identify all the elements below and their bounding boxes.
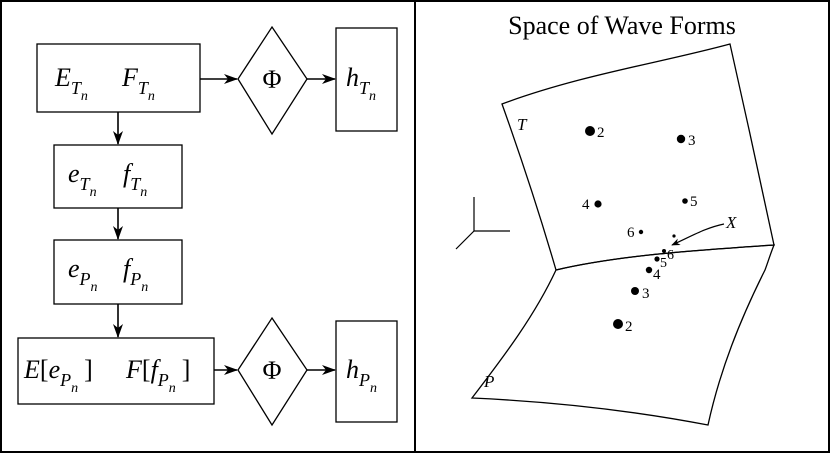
output-box-bottom [335, 320, 398, 423]
point-P-3-label: 3 [642, 286, 650, 302]
surface-T [501, 43, 775, 271]
output-bottom-label: hPn [346, 355, 377, 396]
box4-label: E[ePn] F[fPn] [23, 355, 190, 396]
phi-top-label: Φ [262, 65, 281, 94]
point-P-4 [645, 266, 653, 274]
intersection-X-label: X [725, 213, 737, 232]
point-P-6 [662, 249, 666, 253]
output-top-label: hTn [346, 63, 376, 104]
axes-icon [455, 197, 510, 250]
point-T-4 [594, 200, 602, 208]
point-T-converge [672, 234, 676, 238]
box2-label: eTn fTn [68, 159, 147, 202]
phi-bottom-label: Φ [262, 356, 281, 385]
intersection-pointer [671, 223, 725, 246]
box1-label: ETn FTn [54, 63, 155, 106]
box-E-F-T [36, 43, 201, 113]
point-P-5-label: 5 [660, 256, 667, 271]
box-e-f-T [53, 144, 183, 209]
space-title: Space of Wave Forms [508, 11, 736, 40]
surface-P-label: P [483, 372, 494, 391]
point-P-3 [631, 287, 639, 295]
box3-label: ePn fPn [68, 254, 148, 297]
box-E-F-P [17, 337, 215, 405]
point-P-6-label: 6 [667, 248, 674, 263]
point-T-4-label: 4 [582, 197, 590, 213]
point-T-5-label: 5 [690, 194, 698, 210]
flowchart: ETn FTn eTn fTn ePn fPn E[ePn] F[fPn] Φ … [17, 25, 398, 427]
point-T-2-label: 2 [597, 125, 605, 141]
point-T-3 [676, 134, 686, 144]
output-box-top [335, 27, 398, 132]
point-P-2-label: 2 [625, 319, 633, 335]
surface-P [470, 244, 775, 426]
surface-T-label: T [517, 115, 528, 134]
point-T-6 [638, 229, 644, 235]
wave-form-space: Space of Wave Forms T P 2 3 4 5 6 X 6 [455, 11, 775, 426]
point-P-4-label: 4 [653, 267, 661, 283]
point-P-2 [613, 319, 623, 329]
phi-diamond-bottom [237, 316, 308, 427]
box-e-f-P [53, 239, 183, 305]
point-T-5 [682, 198, 688, 204]
point-T-3-label: 3 [688, 133, 696, 149]
point-P-5 [654, 256, 660, 262]
phi-diamond-top [237, 25, 308, 136]
point-T-2 [585, 126, 595, 136]
point-T-6-label: 6 [627, 225, 635, 241]
